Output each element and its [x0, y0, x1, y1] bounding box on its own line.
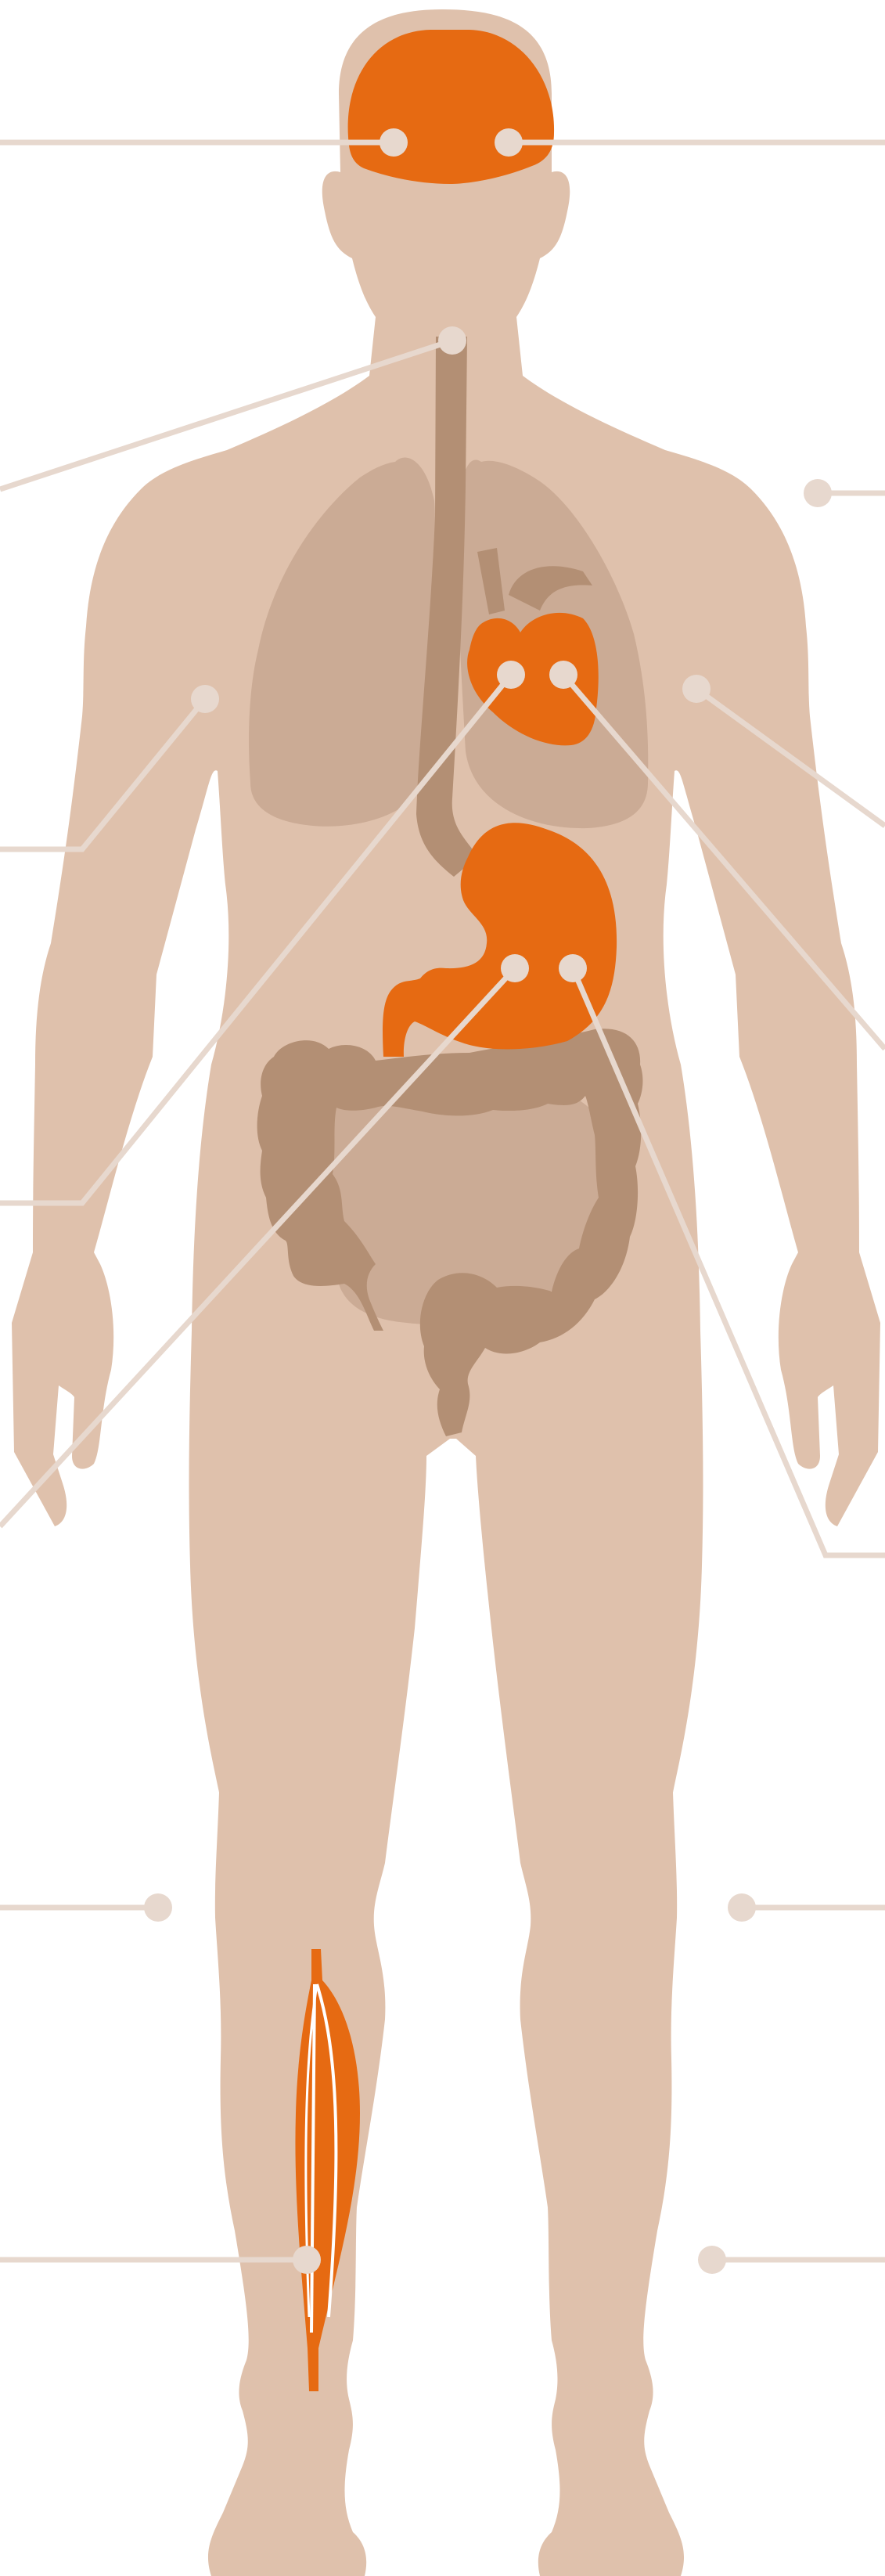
brain — [348, 30, 554, 184]
marker-stomach-right[interactable] — [559, 954, 587, 982]
marker-brain-left[interactable] — [380, 128, 408, 157]
marker-brain-right[interactable] — [495, 128, 523, 157]
marker-stomach-left[interactable] — [501, 954, 529, 982]
marker-calf-left[interactable] — [293, 2246, 321, 2274]
marker-shoulder-right[interactable] — [804, 479, 832, 507]
marker-chest-left[interactable] — [191, 685, 219, 713]
marker-thigh-right[interactable] — [728, 1893, 756, 1922]
marker-calf-right[interactable] — [698, 2246, 726, 2274]
marker-heart-left[interactable] — [497, 661, 525, 689]
marker-heart-right[interactable] — [549, 661, 577, 689]
marker-chest-right[interactable] — [682, 675, 711, 703]
marker-throat[interactable] — [438, 326, 466, 355]
marker-thigh-left[interactable] — [144, 1893, 172, 1922]
